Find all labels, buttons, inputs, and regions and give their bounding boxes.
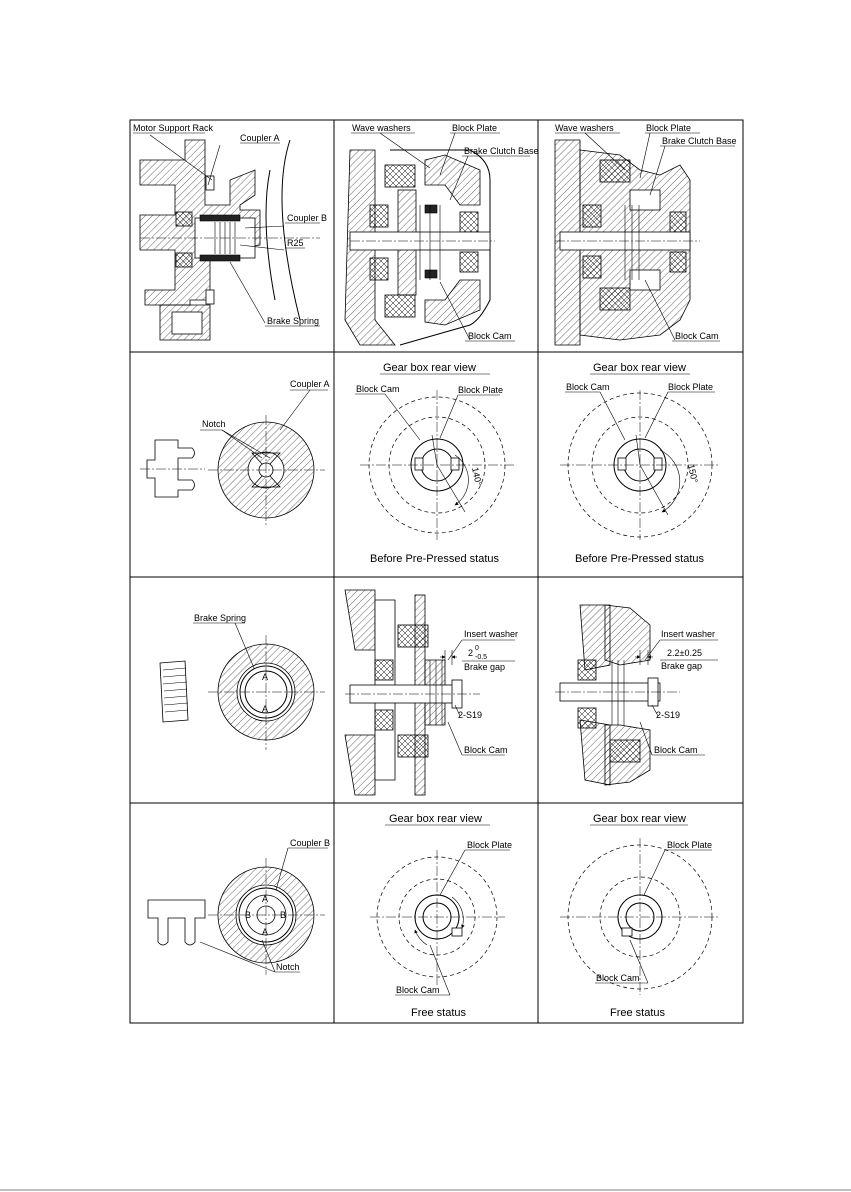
caption-free-status-2: Free status: [610, 1007, 666, 1019]
brake-clutch-section-drawing-1: Wave washers Block Plate Brake Clutch Ba…: [344, 123, 539, 346]
label-block-plate-free-1: Block Plate: [467, 840, 512, 850]
brake-gap-section-drawing-2: Insert washer 2.2±0.25 Brake gap 2-S19 B…: [555, 604, 718, 786]
mark-a-bottom: A: [262, 704, 268, 714]
label-wave-washers-2: Wave washers: [555, 123, 614, 133]
label-brake-gap: Brake gap: [464, 662, 505, 672]
label-wave-washers: Wave washers: [352, 123, 411, 133]
mark-b-left: B: [245, 910, 251, 920]
label-block-plate-free-2: Block Plate: [667, 840, 712, 850]
caption-free-status: Free status: [411, 1007, 467, 1019]
label-brake-spring-row3: Brake Spring: [194, 613, 246, 623]
header-gear-box-rear-view-3: Gear box rear view: [389, 813, 482, 825]
gap-tol-lower: -0.5: [475, 654, 487, 661]
label-block-cam-rear-2: Block Cam: [566, 382, 610, 392]
label-block-plate: Block Plate: [452, 123, 497, 133]
rear-view-pre-pressed-150: Gear box rear view 150° Block Cam Block …: [560, 362, 720, 565]
label-s19: 2-S19: [458, 710, 482, 720]
rear-view-pre-pressed-140: Gear box rear view 140° Block Cam Block …: [355, 362, 515, 565]
coupler-a-views: Coupler A Notch: [140, 379, 330, 525]
mark-b-right: B: [280, 910, 286, 920]
label-block-cam-2: Block Cam: [675, 331, 719, 341]
label-block-plate-2: Block Plate: [646, 123, 691, 133]
brake-spring-views: A A Brake Spring: [159, 613, 325, 750]
header-gear-box-rear-view: Gear box rear view: [383, 362, 476, 374]
caption-before-pre-pressed-2: Before Pre-Pressed status: [575, 553, 705, 565]
gap-value-2: 2.2±0.25: [667, 648, 702, 658]
gap-tol-upper: 0: [475, 645, 479, 652]
header-gear-box-rear-view-4: Gear box rear view: [593, 813, 686, 825]
label-brake-spring: Brake Spring: [267, 316, 319, 326]
mark-a-bottom-row4: A: [262, 927, 268, 937]
label-coupler-a: Coupler A: [240, 133, 280, 143]
caption-before-pre-pressed: Before Pre-Pressed status: [370, 553, 500, 565]
label-brake-clutch-base-2: Brake Clutch Base: [662, 136, 737, 146]
label-brake-gap-2: Brake gap: [661, 661, 702, 671]
label-insert-washer: Insert washer: [464, 629, 518, 639]
header-gear-box-rear-view-2: Gear box rear view: [593, 362, 686, 374]
label-block-cam-free-1: Block Cam: [396, 985, 440, 995]
label-block-cam: Block Cam: [468, 331, 512, 341]
label-block-cam-row3: Block Cam: [464, 745, 508, 755]
label-r25: R25: [287, 238, 304, 248]
label-brake-clutch-base: Brake Clutch Base: [464, 146, 539, 156]
label-block-cam-row3-2: Block Cam: [654, 745, 698, 755]
rear-view-free-status-1: Gear box rear view Block Plate Block Cam…: [370, 813, 512, 1019]
label-s19-2: 2-S19: [656, 710, 680, 720]
brake-clutch-section-drawing-2: Wave washers Block Plate Brake Clutch Ba…: [554, 123, 737, 346]
brake-gap-section-drawing-1: Insert washer 2 0 -0.5 Brake gap 2-S19 B…: [344, 589, 518, 796]
angle-140: 140°: [470, 466, 484, 487]
table-grid: [129, 119, 744, 1024]
label-insert-washer-2: Insert washer: [661, 629, 715, 639]
label-coupler-b: Coupler B: [287, 213, 327, 223]
label-block-plate-rear-2: Block Plate: [668, 382, 713, 392]
rear-view-free-status-2: Gear box rear view Block Plate Block Cam…: [560, 813, 720, 1019]
coupler-assembly-section-drawing: Motor Support Rack Coupler A Coupler B R…: [133, 123, 327, 341]
label-motor-support-rack: Motor Support Rack: [133, 123, 214, 133]
label-block-plate-rear-1: Block Plate: [458, 385, 503, 395]
label-notch: Notch: [202, 419, 226, 429]
mark-a-top-row4: A: [262, 894, 268, 904]
coupler-b-views: A A B B Coupler B Notch: [147, 838, 330, 975]
gap-value: 2: [468, 648, 473, 658]
label-coupler-a-row2: Coupler A: [290, 379, 330, 389]
angle-150: 150°: [686, 463, 700, 484]
label-coupler-b-row4: Coupler B: [290, 838, 330, 848]
label-block-cam-rear-1: Block Cam: [356, 384, 400, 394]
label-block-cam-free-2: Block Cam: [596, 973, 640, 983]
label-notch-row4: Notch: [276, 962, 300, 972]
mark-a-top: A: [262, 672, 268, 682]
